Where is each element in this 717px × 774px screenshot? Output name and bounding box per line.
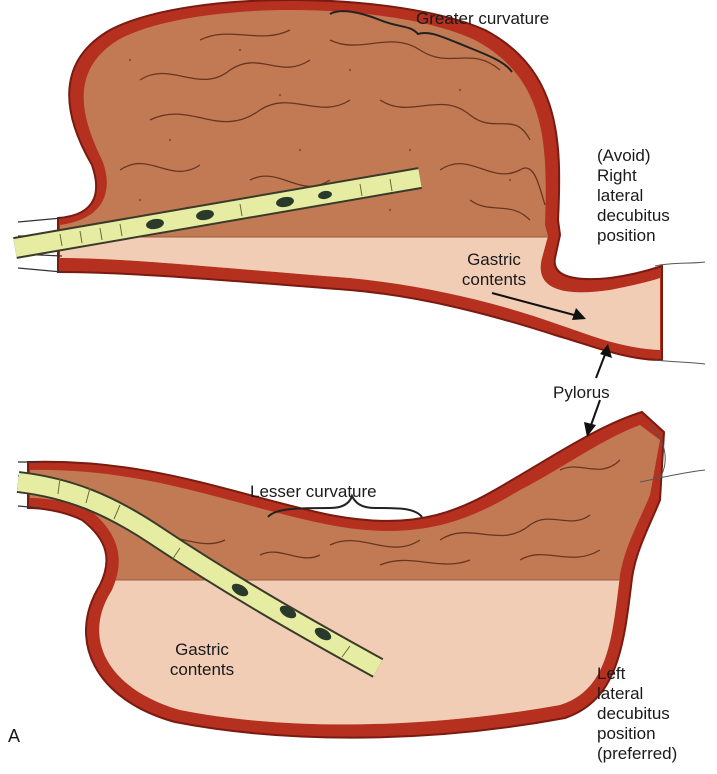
- gastric-contents-top-label: Gastric contents: [444, 250, 544, 290]
- greater-curvature-label: Greater curvature: [416, 9, 549, 29]
- pylorus-label: Pylorus: [553, 383, 610, 403]
- gastric-contents-bottom-label: Gastric contents: [152, 640, 252, 680]
- panel-letter: A: [8, 726, 20, 746]
- left-lateral-position-label: Left lateral decubitus position (preferr…: [597, 664, 677, 764]
- right-lateral-position-label: (Avoid) Right lateral decubitus position: [597, 146, 670, 246]
- lesser-curvature-label: Lesser curvature: [250, 482, 377, 502]
